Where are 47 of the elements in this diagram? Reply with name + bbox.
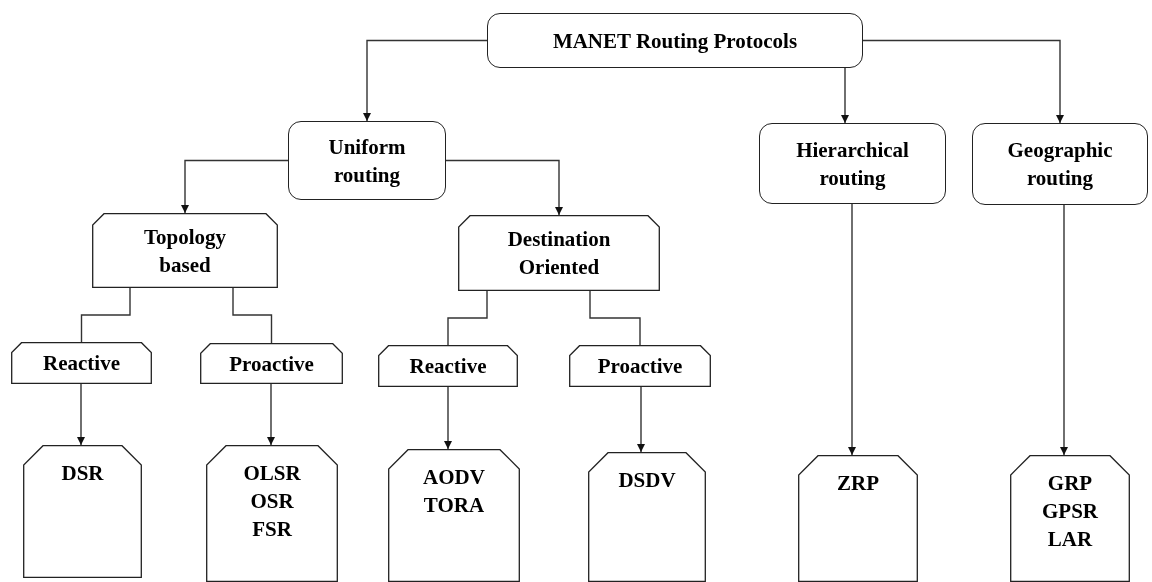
arrow	[1060, 204, 1068, 456]
node-label: Topology based	[142, 223, 228, 279]
arrow	[77, 383, 85, 446]
node-label: Uniform routing	[327, 133, 407, 189]
node-label: Reactive	[43, 350, 120, 377]
arrow	[363, 39, 488, 122]
rounded-box	[759, 123, 946, 204]
connector-line	[589, 290, 641, 346]
connector-line	[80, 287, 131, 343]
protocol-box	[23, 445, 142, 578]
protocol-box	[206, 445, 338, 582]
rounded-box	[972, 123, 1148, 205]
protocol-box	[798, 455, 918, 582]
connector-line	[447, 290, 488, 346]
node-label: Proactive	[597, 353, 683, 380]
arrow	[862, 39, 1064, 124]
arrow	[848, 203, 856, 456]
arrow	[637, 386, 645, 453]
node-label: DSR	[61, 460, 104, 487]
category-box	[569, 345, 711, 387]
rounded-box	[288, 121, 446, 200]
protocol-box	[388, 449, 520, 582]
arrow	[181, 159, 289, 214]
connector-line	[232, 287, 273, 344]
category-box	[200, 343, 343, 384]
category-box	[378, 345, 518, 387]
category-box	[92, 213, 278, 288]
node-label: Destination Oriented	[506, 226, 612, 281]
category-box	[11, 342, 152, 384]
node-label: Reactive	[409, 353, 487, 380]
node-label: Geographic routing	[1006, 137, 1114, 192]
category-box	[458, 215, 660, 291]
protocol-box	[1010, 455, 1130, 582]
node-label: Hierarchical routing	[795, 136, 910, 192]
rounded-box	[487, 13, 863, 68]
node-label: GRP GPSR LAR	[1041, 470, 1099, 553]
node-label: ZRP	[837, 470, 879, 497]
node-label: OLSR OSR FSR	[242, 460, 302, 543]
node-label: Proactive	[229, 350, 314, 378]
node-label: AODV TORA	[422, 464, 486, 519]
protocol-box	[588, 452, 706, 582]
node-label: MANET Routing Protocols	[552, 27, 798, 55]
node-label: DSDV	[618, 467, 676, 494]
arrow	[267, 383, 275, 446]
arrow	[444, 386, 452, 450]
arrow	[445, 159, 563, 216]
arrow	[841, 67, 849, 124]
